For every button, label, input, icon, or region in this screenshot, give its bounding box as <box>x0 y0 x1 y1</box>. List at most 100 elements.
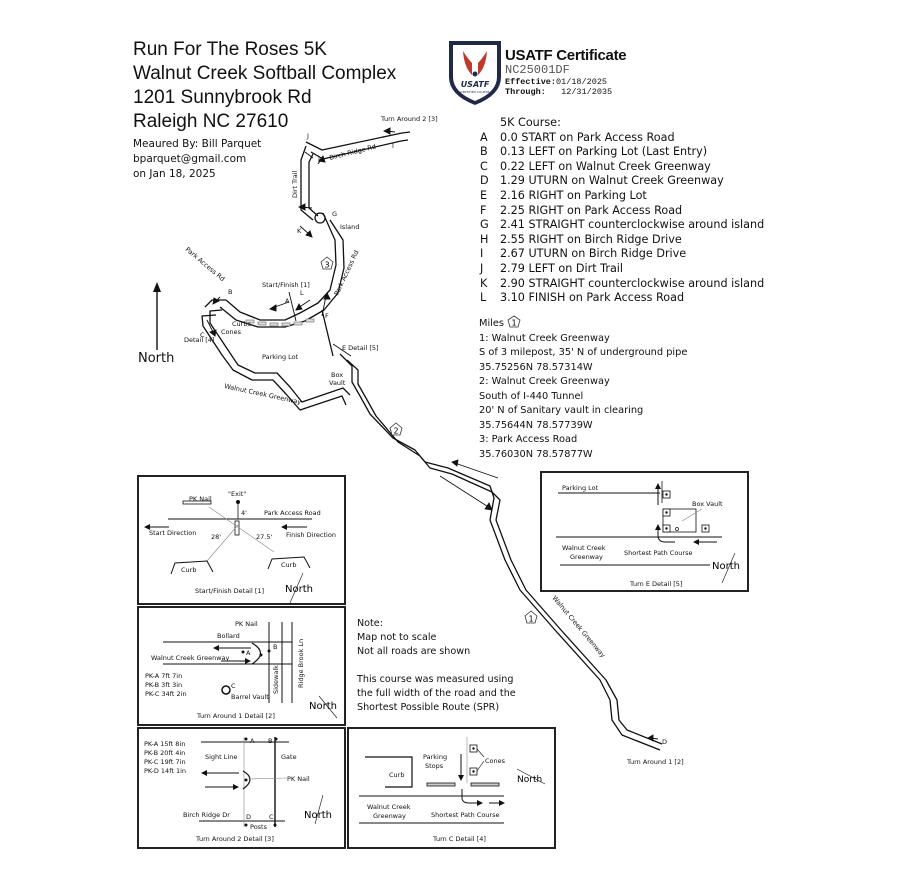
north-arrow-icon <box>150 282 164 350</box>
measurer-block: Meaured By: Bill Parquet bparquet@gmail.… <box>133 137 261 182</box>
pk-a-value: PK-A 15ft 8in <box>144 740 185 748</box>
parking-lot-label: Parking Lot <box>562 484 599 492</box>
label-turn-around-1: Turn Around 1 [2] <box>626 758 684 766</box>
measure-date: on Jan 18, 2025 <box>133 168 216 180</box>
course-leg: C 0.22 LEFT on Walnut Creek Greenway <box>480 160 764 175</box>
barrel-vault-label: Barrel Vault <box>231 693 269 701</box>
point-b: B <box>273 643 277 651</box>
pk-c-value: PK-C 19ft 7in <box>144 758 186 766</box>
logo-subtext: CERTIFIED COURSE <box>461 90 490 94</box>
sidewalk-label: Sidewalk <box>272 665 280 694</box>
mile-info-line: 35.75644N 78.57739W <box>479 419 593 431</box>
mile-marker-3: 3 <box>320 256 334 270</box>
leg-text: 0.22 LEFT on Walnut Creek Greenway <box>500 159 711 173</box>
usatf-logo: USATF CERTIFIED COURSE <box>446 37 504 107</box>
effective-date: 01/18/2025 <box>556 77 608 87</box>
leg-letter: J <box>480 261 484 275</box>
label-turn-around-2: Turn Around 2 [3] <box>380 115 438 123</box>
leg-letter: E <box>480 188 488 202</box>
road-label: Birch Ridge Dr <box>183 811 230 819</box>
point-c: C <box>231 682 236 690</box>
label-parking-lot: Parking Lot <box>262 353 299 361</box>
note-line: Shortest Possible Route (SPR) <box>357 702 500 713</box>
through-date: 12/31/2035 <box>561 87 613 97</box>
svg-text:1: 1 <box>512 319 517 328</box>
venue-name: Walnut Creek Softball Complex <box>133 63 397 84</box>
miles-heading-row: Miles 1 <box>479 315 687 332</box>
point-f: F <box>325 312 329 320</box>
point-i: I <box>392 142 394 150</box>
mile-info-line: 2: Walnut Creek Greenway <box>479 376 610 387</box>
leg-letter: K <box>480 276 488 290</box>
label-greenway: Walnut Creek Greenway <box>224 382 302 406</box>
leg-letter: C <box>480 159 488 173</box>
dist-275-label: 27.5' <box>256 533 272 541</box>
mile-info-line: S of 3 milepost, 35' N of underground pi… <box>479 347 688 358</box>
parking-label: Parking <box>423 753 447 761</box>
pk-b-value: PK-B 3ft 3in <box>145 681 182 689</box>
pk-a-value: PK-A 7ft 7in <box>145 672 182 680</box>
usatf-shield-icon: USATF CERTIFIED COURSE <box>449 41 501 105</box>
note-line: Not all roads are shown <box>357 646 471 657</box>
label-dirt-trail: Dirt Trail <box>291 170 299 198</box>
label-cones: Cones <box>221 328 242 336</box>
pk-b-value: PK-B 20ft 4in <box>144 749 185 757</box>
pk-nail-label: PK Nail <box>235 620 258 628</box>
caption: Turn C Detail [4] <box>432 835 486 843</box>
north-label: North <box>712 561 740 572</box>
pk-c-value: PK-C 34ft 2in <box>145 690 187 698</box>
leg-text: 0.0 START on Park Access Road <box>500 130 675 144</box>
leg-text: 3.10 FINISH on Park Access Road <box>500 291 685 305</box>
turn-e-detail: Parking Lot Box Vault Walnut Creek Green… <box>540 471 749 592</box>
leg-text: 2.16 RIGHT on Parking Lot <box>500 188 647 202</box>
note-line: Map not to scale <box>357 632 437 643</box>
dist-28-label: 28' <box>211 533 221 541</box>
mile-info-line: 35.75256N 78.57314W <box>479 361 593 373</box>
miles-heading: Miles <box>479 318 505 329</box>
through-label: Through: <box>505 87 546 97</box>
leg-letter: L <box>480 291 487 305</box>
svg-text:2: 2 <box>393 427 398 436</box>
certificate-code: NC25001DF <box>505 63 570 77</box>
pk-nail-label: PK Nail <box>189 495 212 503</box>
note-line: This course was measured using <box>357 674 514 685</box>
label-start-finish: Start/Finish [1] <box>262 281 310 289</box>
leg-text: 2.25 RIGHT on Park Access Road <box>500 203 683 217</box>
caption: Turn Around 2 Detail [3] <box>195 835 274 843</box>
leg-letter: D <box>480 174 489 188</box>
spc-label: Shortest Path Course <box>624 549 692 557</box>
pk-nail-label: PK Nail <box>287 775 310 783</box>
label-box: Box <box>331 371 343 379</box>
certificate-title: USATF Certificate <box>505 47 627 64</box>
start-direction-label: Start Direction <box>149 529 196 537</box>
city-state-zip: Raleigh NC 27610 <box>133 111 289 132</box>
label-e-detail: E Detail [5] <box>342 344 379 352</box>
turn-c-detail: Parking Stops Cones Curb North Walnut Cr… <box>347 727 556 849</box>
ridge-brook-label: Ridge Brook Ln <box>297 639 305 688</box>
point-c: C <box>269 813 274 821</box>
point-a: A <box>246 649 251 657</box>
street-address: 1201 Sunnybrook Rd <box>133 87 312 108</box>
leg-text: 2.67 UTURN on Birch Ridge Drive <box>500 247 687 261</box>
label-birch-ridge: Birch Ridge Rd <box>329 143 377 162</box>
leg-text: 2.79 LEFT on Dirt Trail <box>500 261 624 275</box>
posts-label: Posts <box>250 823 268 831</box>
leg-text: 2.90 STRAIGHT counterclockwise around is… <box>500 276 765 290</box>
label-island: Island <box>340 223 359 231</box>
point-h: H <box>318 156 323 164</box>
label-vault: Vault <box>329 379 346 387</box>
svg-text:1: 1 <box>528 615 533 624</box>
box-vault-label: Box Vault <box>692 500 723 508</box>
point-k: K <box>297 227 302 235</box>
point-d: D <box>246 813 251 821</box>
leg-text: 0.13 LEFT on Parking Lot (Last Entry) <box>500 145 708 159</box>
leg-letter: H <box>480 232 489 246</box>
leg-letter: B <box>480 145 488 159</box>
mile-info-line: 20' N of Sanitary vault in clearing <box>479 405 644 416</box>
label-curbs: Curbs <box>232 320 251 328</box>
turnaround-2-detail: PK-A 15ft 8in PK-B 20ft 4in PK-C 19ft 7i… <box>137 727 346 849</box>
exit-label: "Exit" <box>228 490 246 498</box>
leg-text: 1.29 UTURN on Walnut Creek Greenway <box>500 174 724 188</box>
